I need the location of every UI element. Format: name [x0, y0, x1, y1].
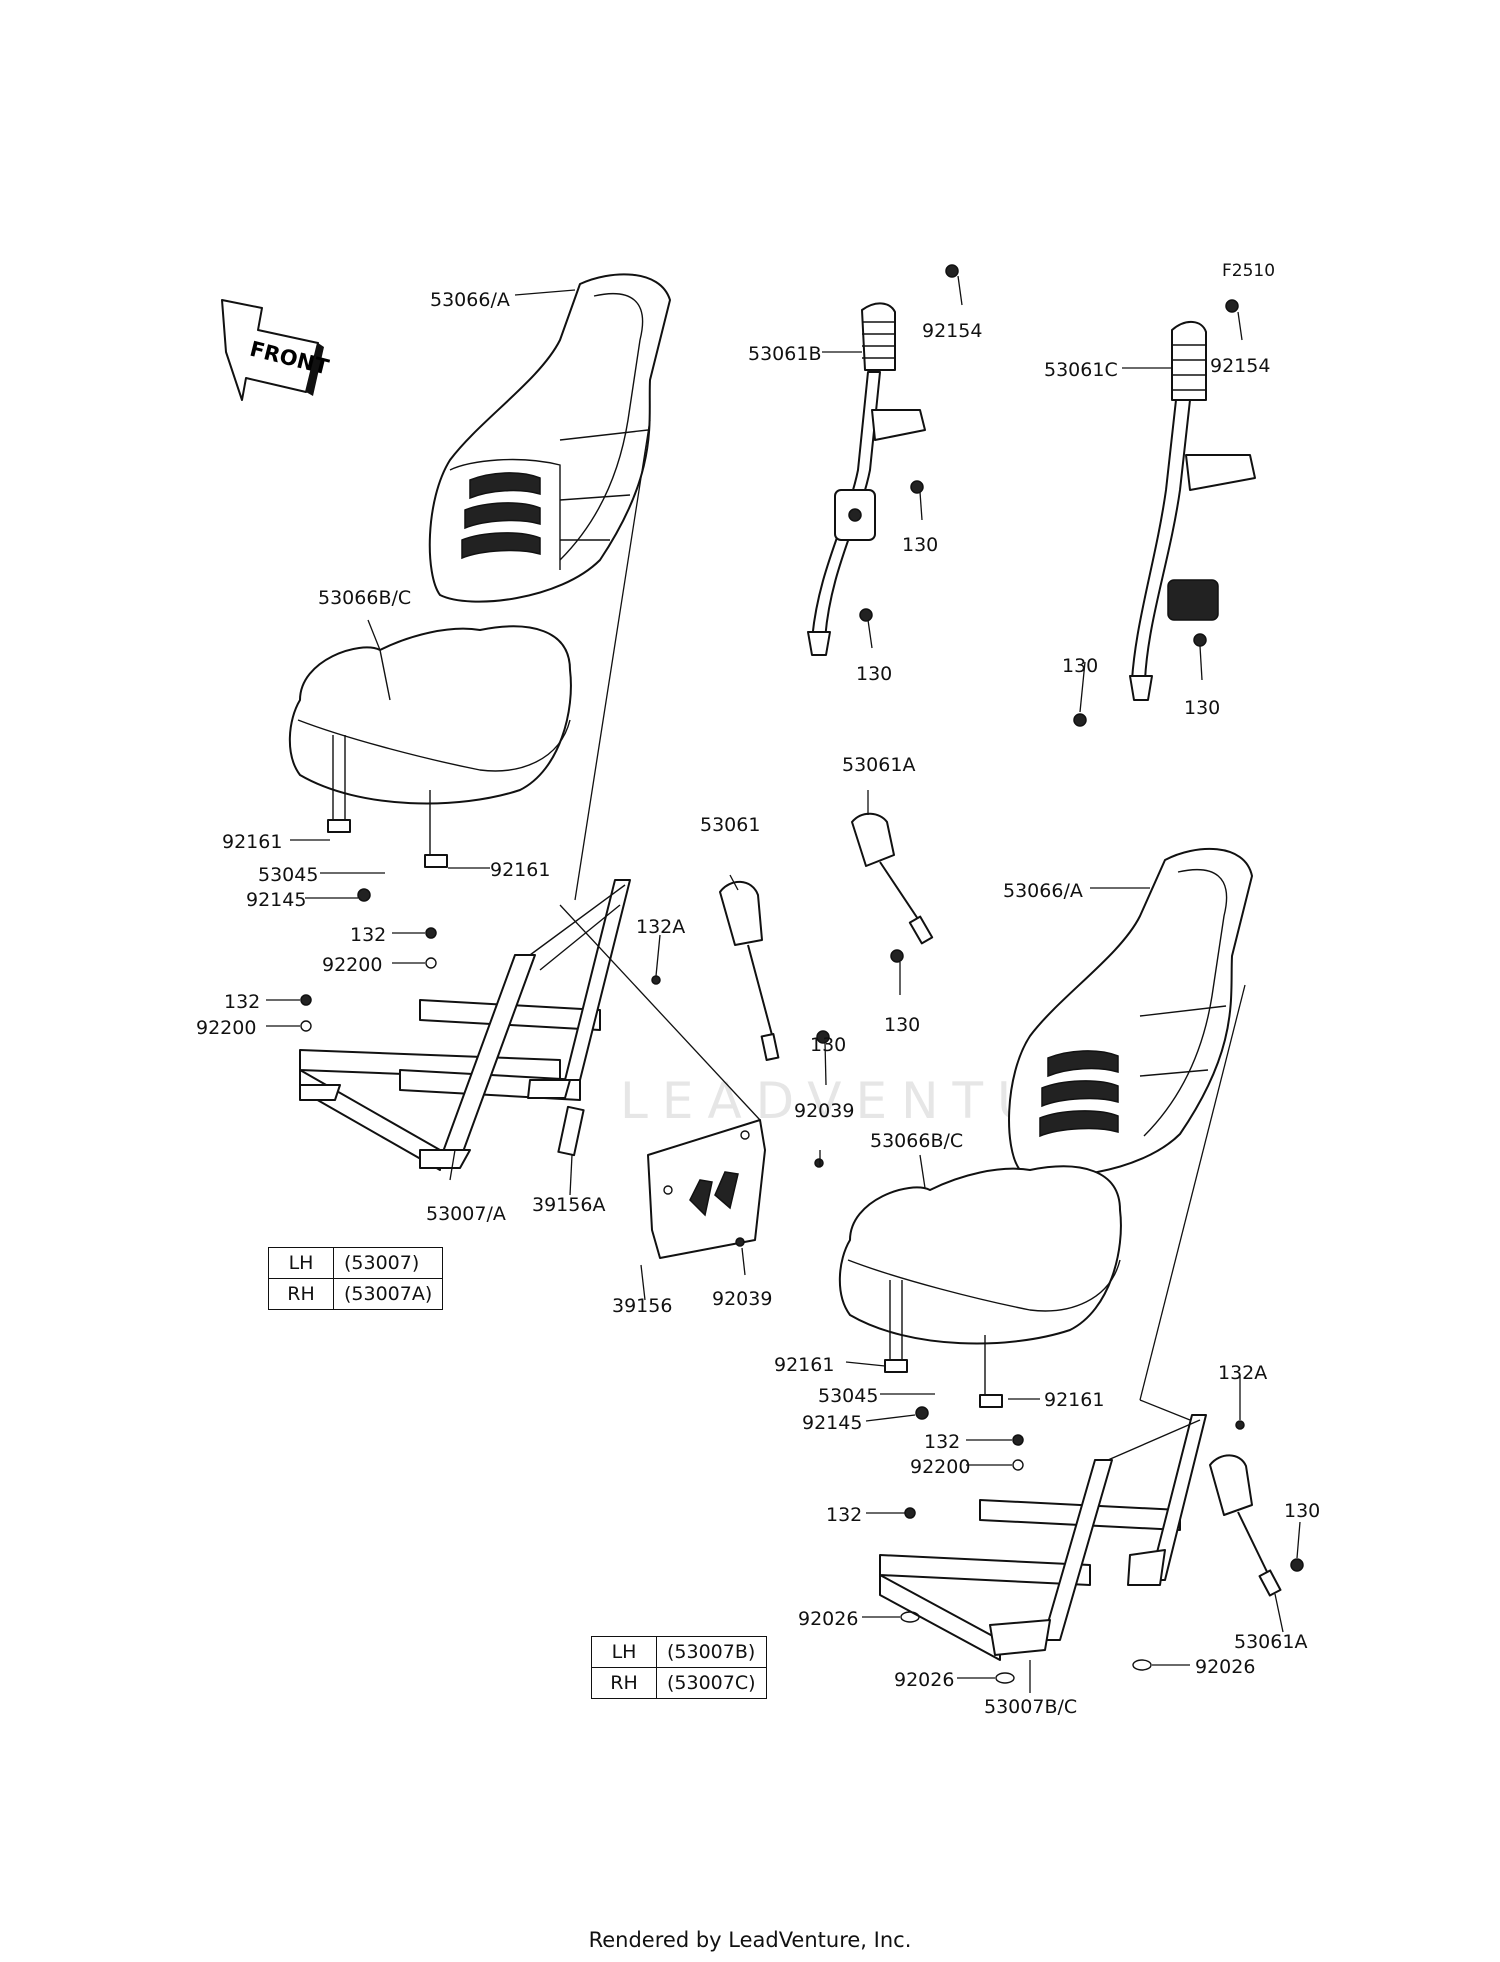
seat-back-right [1008, 847, 1253, 1177]
variant-table-1: LH (53007) RH (53007A) [268, 1247, 444, 1310]
variant-code: (53007) [332, 1247, 444, 1279]
buckle-53061 [719, 880, 780, 1061]
variant-side: RH [591, 1667, 657, 1699]
callout-132-left-a: 132 [350, 924, 386, 946]
callout-53061a-top: 53061A [842, 754, 915, 776]
callout-130-buckle-left: 130 [810, 1034, 846, 1056]
callout-92200-right: 92200 [910, 1456, 970, 1478]
variant-side: LH [268, 1247, 334, 1279]
buckle-53061a-right [1209, 1454, 1282, 1597]
variant-code: (53007A) [332, 1278, 444, 1310]
callout-92161-left-b: 92161 [490, 859, 550, 881]
callout-53045-left: 53045 [258, 864, 318, 886]
callout-132-right-b: 132 [826, 1504, 862, 1526]
callout-53061c: 53061C [1044, 359, 1118, 381]
variant-code: (53007B) [656, 1636, 767, 1668]
callout-39156: 39156 [612, 1295, 672, 1317]
callout-92026-b: 92026 [894, 1669, 954, 1691]
callout-53007-a: 53007/A [426, 1203, 506, 1225]
variant-side: LH [591, 1636, 657, 1668]
callout-132-left-b: 132 [224, 991, 260, 1013]
callout-130-belt-b-upper: 130 [902, 534, 938, 556]
callout-39156a: 39156A [532, 1194, 605, 1216]
callout-53061a-bottom: 53061A [1234, 1631, 1307, 1653]
seat-bracket-plate [647, 1119, 766, 1259]
callout-130-right: 130 [1284, 1500, 1320, 1522]
callout-92161-left-a: 92161 [222, 831, 282, 853]
variant-code: (53007C) [656, 1667, 767, 1699]
callout-92026-c: 92026 [1195, 1656, 1255, 1678]
seat-belt-53061b [807, 302, 926, 656]
variant-table-2: LH (53007B) RH (53007C) [591, 1636, 767, 1699]
front-arrow-icon: FRONT [221, 299, 332, 401]
callout-92200-left-b: 92200 [196, 1017, 256, 1039]
callout-92161-right-a: 92161 [774, 1354, 834, 1376]
variant-row: LH (53007B) [591, 1636, 767, 1668]
callout-92145-left: 92145 [246, 889, 306, 911]
seat-cushion-left [288, 625, 572, 868]
seat-cushion-right [838, 1165, 1122, 1408]
buckle-53061a-center [851, 812, 934, 945]
callout-130-buckle-right: 130 [884, 1014, 920, 1036]
callout-53066-a-right: 53066/A [1003, 880, 1083, 902]
callout-53066-a-left: 53066/A [430, 289, 510, 311]
callout-92026-a: 92026 [798, 1608, 858, 1630]
callout-53066bc-right: 53066B/C [870, 1130, 963, 1152]
callout-132a-right: 132A [1218, 1362, 1267, 1384]
callout-92154-right: 92154 [1210, 355, 1270, 377]
variant-row: RH (53007A) [268, 1278, 444, 1310]
callout-53007bc: 53007B/C [984, 1696, 1077, 1718]
figure-ref: F2510 [1222, 261, 1275, 281]
callout-92039-upper: 92039 [794, 1100, 854, 1122]
callout-132a-left: 132A [636, 916, 685, 938]
leader-lines [266, 275, 1301, 1693]
callout-130-belt-c-right: 130 [1184, 697, 1220, 719]
callout-130-belt-b-lower: 130 [856, 663, 892, 685]
callout-92200-left-a: 92200 [322, 954, 382, 976]
callout-53061b: 53061B [748, 343, 821, 365]
seat-frame-right [879, 1414, 1207, 1661]
callout-92039-lower: 92039 [712, 1288, 772, 1310]
callout-53066bc-left: 53066B/C [318, 587, 411, 609]
callout-53061: 53061 [700, 814, 760, 836]
variant-row: RH (53007C) [591, 1667, 767, 1699]
variant-row: LH (53007) [268, 1247, 444, 1279]
variant-side: RH [268, 1278, 334, 1310]
callout-92161-right-b: 92161 [1044, 1389, 1104, 1411]
callout-92145-right: 92145 [802, 1412, 862, 1434]
callout-labels: 53066/A 53061B 92154 53061C 92154 130 13… [196, 289, 1320, 1718]
seat-back-left [428, 273, 671, 603]
seat-belt-53061c [1129, 321, 1256, 701]
callout-53045-right: 53045 [818, 1385, 878, 1407]
hardware [300, 264, 1304, 1684]
callout-130-belt-c-left: 130 [1062, 655, 1098, 677]
callout-132-right-a: 132 [924, 1431, 960, 1453]
tag-39156a [557, 1105, 585, 1157]
seat-frame-left [299, 879, 631, 1171]
callout-92154-left: 92154 [922, 320, 982, 342]
footer-credit: Rendered by LeadVenture, Inc. [588, 1928, 912, 1952]
